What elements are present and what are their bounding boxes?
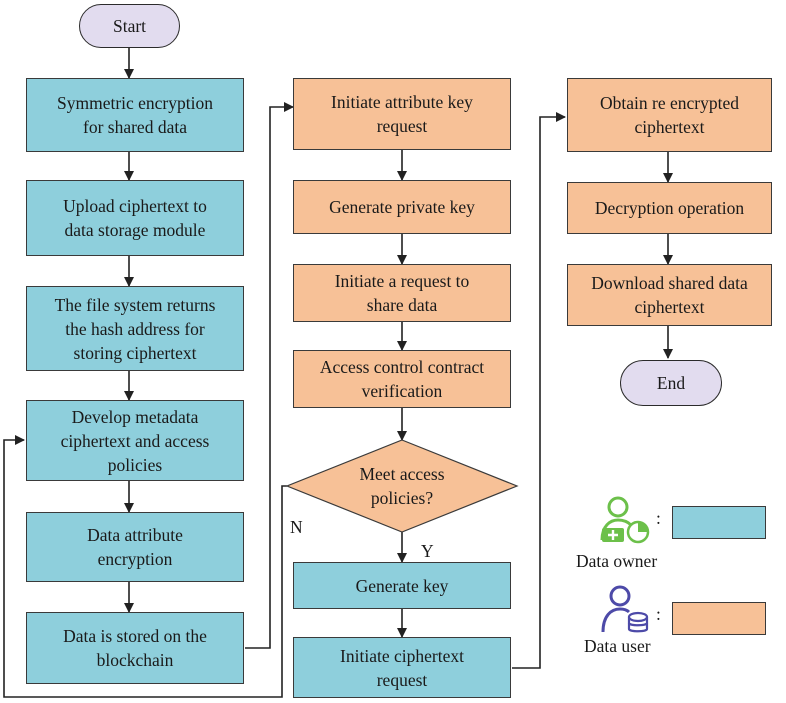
- owner-legend-separator: :: [656, 508, 661, 528]
- user-legend-swatch: [672, 602, 766, 635]
- owner-legend-label: Data owner: [576, 551, 658, 571]
- user-legend-separator: :: [656, 604, 661, 624]
- decision-label: Meet access policies?: [359, 464, 445, 508]
- user-step-generate-private-key: Generate private key: [293, 180, 511, 234]
- result-step-obtain-reencrypted: Obtain re encrypted ciphertext: [567, 78, 772, 152]
- decision-diamond: [285, 439, 519, 533]
- owner-step-hash-address: The file system returns the hash address…: [26, 286, 244, 371]
- owner-step-metadata-policies: Develop metadata ciphertext and access p…: [26, 400, 244, 481]
- owner-step-upload-ciphertext: Upload ciphertext to data storage module: [26, 180, 244, 256]
- yes-label: Y: [421, 541, 434, 561]
- result-step-decryption: Decryption operation: [567, 182, 772, 234]
- user-step-attribute-key-request: Initiate attribute key request: [293, 78, 511, 150]
- start-node: Start: [79, 4, 180, 48]
- arrow-user6-to-result1: [512, 112, 566, 669]
- arrow-owner6-to-user1: [245, 102, 294, 649]
- user-legend-label: Data user: [584, 636, 651, 656]
- end-node: End: [620, 360, 722, 406]
- owner-step-symmetric-encryption: Symmetric encryption for shared data: [26, 78, 244, 152]
- result-step-download: Download shared data ciphertext: [567, 264, 772, 326]
- user-step-ciphertext-request: Initiate ciphertext request: [293, 637, 511, 698]
- user-step-access-verification: Access control contract verification: [293, 350, 511, 408]
- owner-legend-swatch: [672, 506, 766, 539]
- user-step-generate-key: Generate key: [293, 562, 511, 609]
- user-step-share-request: Initiate a request to share data: [293, 264, 511, 322]
- person-database-icon: [601, 585, 649, 633]
- no-label: N: [290, 517, 303, 537]
- person-plus-chart-icon: [600, 496, 650, 544]
- owner-step-attribute-encryption: Data attribute encryption: [26, 512, 244, 582]
- arrow-decision-no: [3, 435, 287, 698]
- owner-step-store-blockchain: Data is stored on the blockchain: [26, 612, 244, 684]
